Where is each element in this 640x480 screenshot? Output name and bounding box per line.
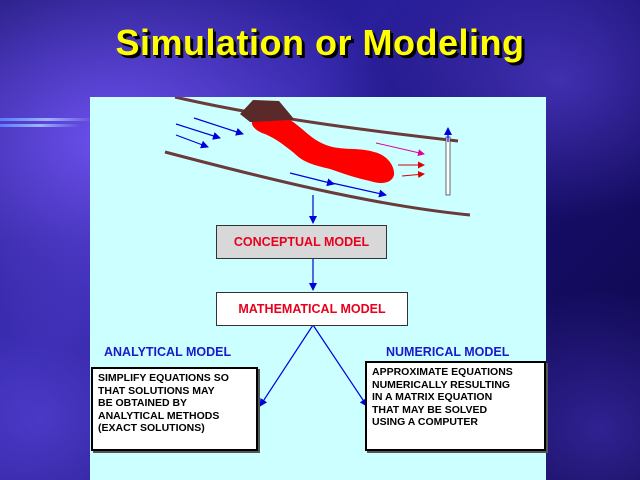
slide-title: Simulation or Modeling	[115, 22, 525, 63]
arrow-to-analytical	[259, 324, 314, 407]
analytical-model-description: SIMPLIFY EQUATIONS SO THAT SOLUTIONS MAY…	[91, 367, 258, 451]
analytical-line: THAT SOLUTIONS MAY	[98, 384, 215, 397]
numerical-line: THAT MAY BE SOLVED	[372, 403, 488, 416]
aquifer-lower-boundary	[164, 150, 471, 217]
background-streak	[0, 124, 80, 127]
analytical-line: (EXACT SOLUTIONS)	[98, 422, 205, 434]
monitoring-well	[445, 136, 451, 196]
flow-arrow	[175, 134, 209, 149]
flow-arrow	[193, 117, 244, 136]
flow-arrow	[289, 172, 335, 187]
contaminant-plume	[251, 120, 395, 183]
arrow-to-numerical	[312, 324, 368, 407]
diagram-panel: CONCEPTUAL MODEL MATHEMATICAL MODEL ANAL…	[90, 97, 546, 480]
aquifer-upper-boundary	[174, 97, 459, 143]
diagram-graphics	[164, 97, 471, 407]
plume-arrow	[401, 171, 425, 179]
conceptual-model-label: CONCEPTUAL MODEL	[233, 235, 370, 249]
background-streak	[0, 118, 95, 121]
mathematical-model-box: MATHEMATICAL MODEL	[216, 292, 408, 326]
conceptual-model-box: CONCEPTUAL MODEL	[216, 225, 387, 259]
numerical-line: USING A COMPUTER	[372, 416, 478, 428]
numerical-line: NUMERICALLY RESULTING	[372, 378, 511, 391]
analytical-line: BE OBTAINED BY	[98, 397, 188, 409]
analytical-line: SIMPLIFY EQUATIONS SO	[98, 372, 229, 384]
numerical-line: IN A MATRIX EQUATION	[372, 391, 493, 403]
plume-arrow	[375, 142, 425, 157]
analytical-line: ANALYTICAL METHODS	[98, 409, 220, 422]
flow-arrow	[175, 123, 221, 140]
mathematical-model-label: MATHEMATICAL MODEL	[238, 302, 386, 316]
analytical-model-heading: ANALYTICAL MODEL	[104, 345, 232, 359]
contaminant-source	[240, 100, 294, 123]
numerical-line: APPROXIMATE EQUATIONS	[372, 366, 513, 378]
flow-arrow	[331, 182, 387, 198]
numerical-model-description: APPROXIMATE EQUATIONS NUMERICALLY RESULT…	[365, 361, 546, 451]
numerical-model-heading: NUMERICAL MODEL	[386, 345, 510, 359]
